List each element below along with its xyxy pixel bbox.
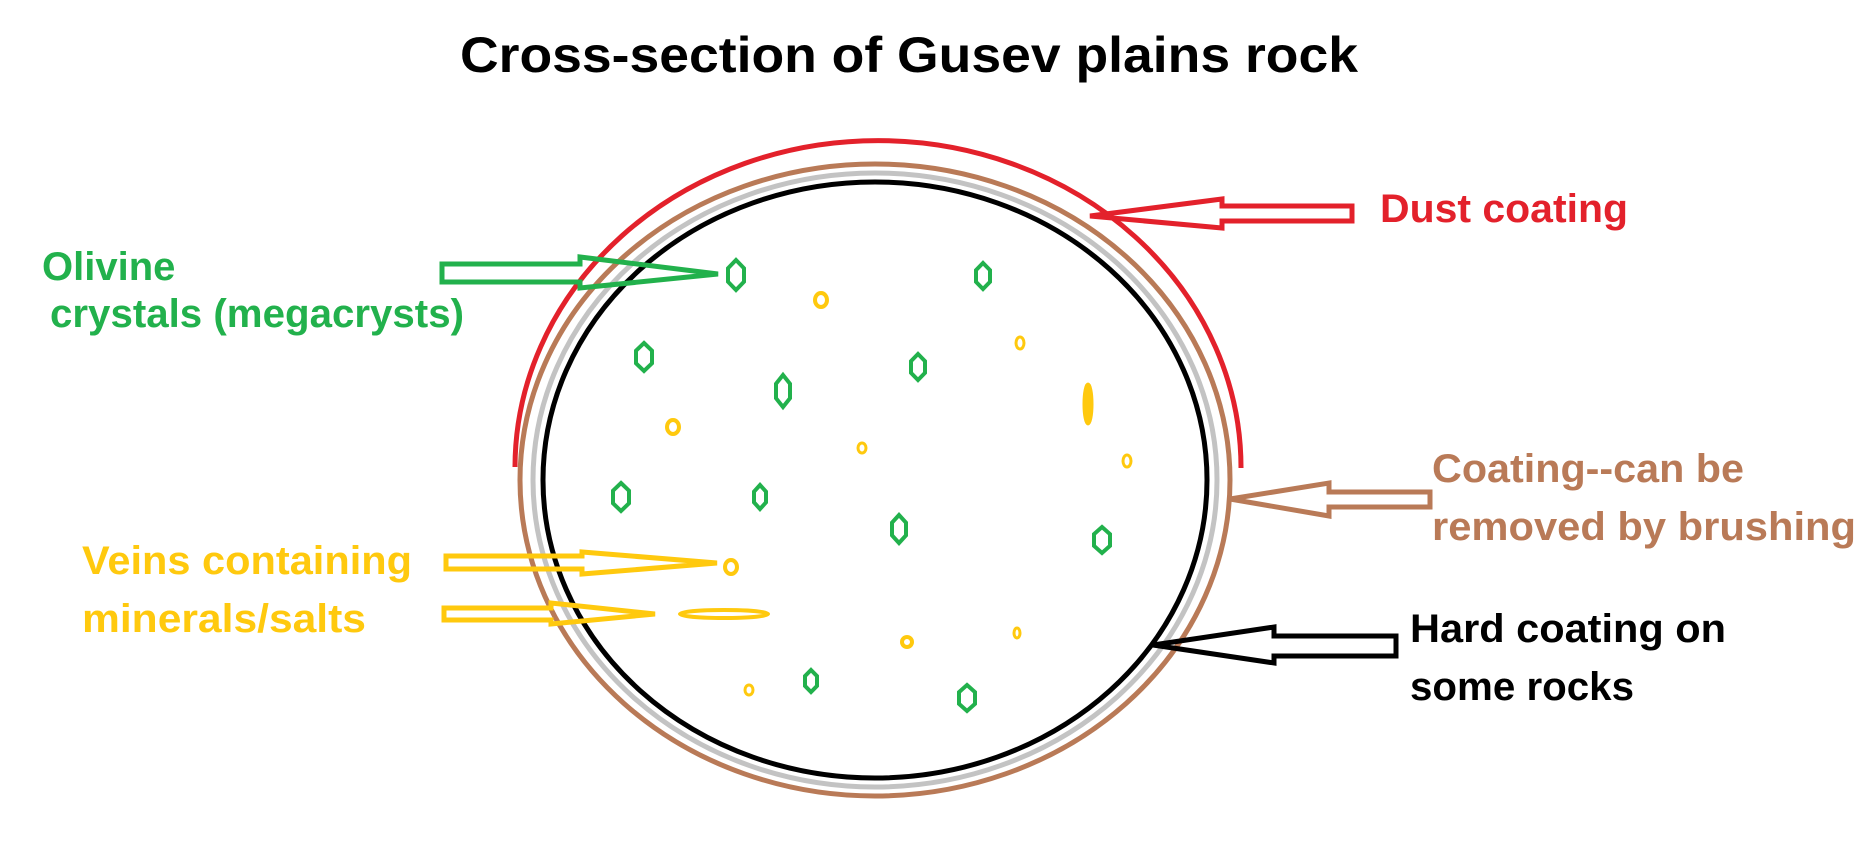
label-hard-line2: some rocks [1410, 665, 1634, 709]
olivine-crystal [752, 482, 768, 512]
olivine-crystals [611, 257, 1112, 714]
vein-inclusion [665, 418, 681, 436]
olivine-crystal [611, 480, 631, 514]
label-veins-line2: minerals/salts [82, 597, 366, 641]
label-coating-line2: removed by brushing [1432, 505, 1856, 549]
olivine-crystal [774, 371, 792, 411]
label-veins-line1: Veins containing [82, 539, 412, 583]
olivine-crystal [909, 351, 927, 383]
label-coating-line1: Coating--can be [1432, 447, 1744, 491]
olivine-crystal [634, 340, 654, 374]
rock-layers [512, 138, 1244, 799]
vein-inclusion [1121, 453, 1133, 469]
label-olivine-line2: crystals (megacrysts) [50, 292, 464, 336]
vein-inclusion [723, 558, 739, 576]
vein-inclusion [856, 441, 868, 455]
dust-coating-layer [512, 138, 1244, 469]
vein-inclusion [900, 635, 914, 649]
hard-coating-arrow-icon [1152, 624, 1399, 666]
vein-arrow-icon [441, 600, 656, 627]
vein-inclusion [743, 683, 755, 697]
olivine-crystal [1092, 524, 1112, 556]
dust-arrow-icon [1089, 196, 1355, 231]
vein-inclusion [813, 291, 829, 309]
coating-arrow-icon [1229, 480, 1433, 519]
vein-inclusion [1012, 626, 1022, 640]
hard-coating-layer [540, 179, 1210, 781]
label-hard-line1: Hard coating on [1410, 607, 1726, 651]
olivine-crystal [803, 667, 819, 695]
label-olivine: Olivine crystals (megacrysts) [42, 245, 464, 336]
label-dust: Dust coating [1380, 187, 1628, 231]
vein-inclusions [665, 291, 1133, 697]
olivine-crystal [974, 260, 992, 292]
label-veins: Veins containing minerals/salts [82, 539, 412, 641]
vein-inclusion [678, 608, 770, 620]
callout-arrows [439, 196, 1433, 666]
inner-gray-layer [530, 170, 1220, 790]
brushable-coating-layer [517, 161, 1233, 799]
label-dust-line1: Dust coating [1380, 187, 1628, 231]
label-olivine-line1: Olivine [42, 245, 175, 289]
vein-arrow-icon [443, 549, 718, 577]
olivine-crystal [890, 512, 908, 546]
olivine-arrow-icon [439, 254, 719, 291]
olivine-crystal [957, 682, 977, 714]
diagram-title: Cross-section of Gusev plains rock [460, 27, 1358, 83]
vein-inclusion [1082, 382, 1094, 426]
label-coating: Coating--can be removed by brushing [1432, 447, 1856, 549]
olivine-crystal [726, 257, 746, 293]
vein-inclusion [1014, 335, 1026, 351]
label-hard-coating: Hard coating on some rocks [1410, 607, 1726, 709]
